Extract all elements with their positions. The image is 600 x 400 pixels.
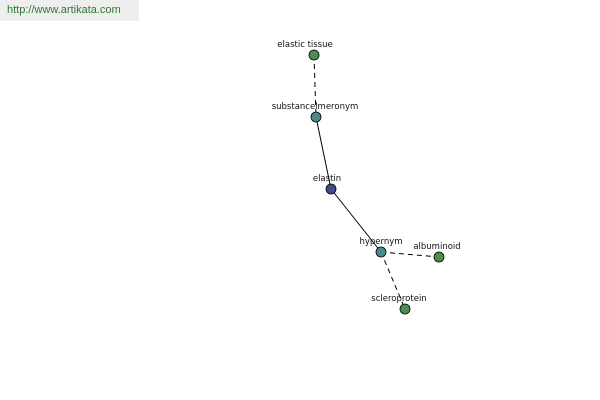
node-scleroprotein[interactable] xyxy=(399,303,411,315)
node-label-hypernym: hypernym xyxy=(359,237,402,247)
graph-nodes xyxy=(308,49,445,315)
graph-labels: elastic tissue substancelmeronym elastin hy… xyxy=(272,40,461,304)
node-label-elastin: elastin xyxy=(313,174,341,184)
node-hypernym[interactable] xyxy=(375,246,387,258)
edge-elastin-to-hypernym xyxy=(330,188,382,253)
edge-elastic-tissue-to-substance-meronym xyxy=(313,54,317,118)
site-banner: http://www.artikata.com xyxy=(0,0,139,21)
edge-hypernym-to-scleroprotein xyxy=(380,251,406,310)
node-elastic-tissue[interactable] xyxy=(308,49,320,61)
edge-hypernym-to-albuminoid xyxy=(380,251,440,258)
site-link[interactable]: http://www.artikata.com xyxy=(7,4,121,16)
node-elastin[interactable] xyxy=(325,183,337,195)
node-label-substance-meronym: substancelmeronym xyxy=(272,102,359,112)
node-substance-meronym[interactable] xyxy=(310,111,322,123)
edge-substance-meronym-to-elastin xyxy=(315,116,332,190)
node-label-albuminoid: albuminoid xyxy=(413,242,460,252)
graph-edges xyxy=(313,54,440,310)
node-label-scleroprotein: scleroprotein xyxy=(371,294,426,304)
node-albuminoid[interactable] xyxy=(433,251,445,263)
node-label-elastic-tissue: elastic tissue xyxy=(277,40,332,50)
